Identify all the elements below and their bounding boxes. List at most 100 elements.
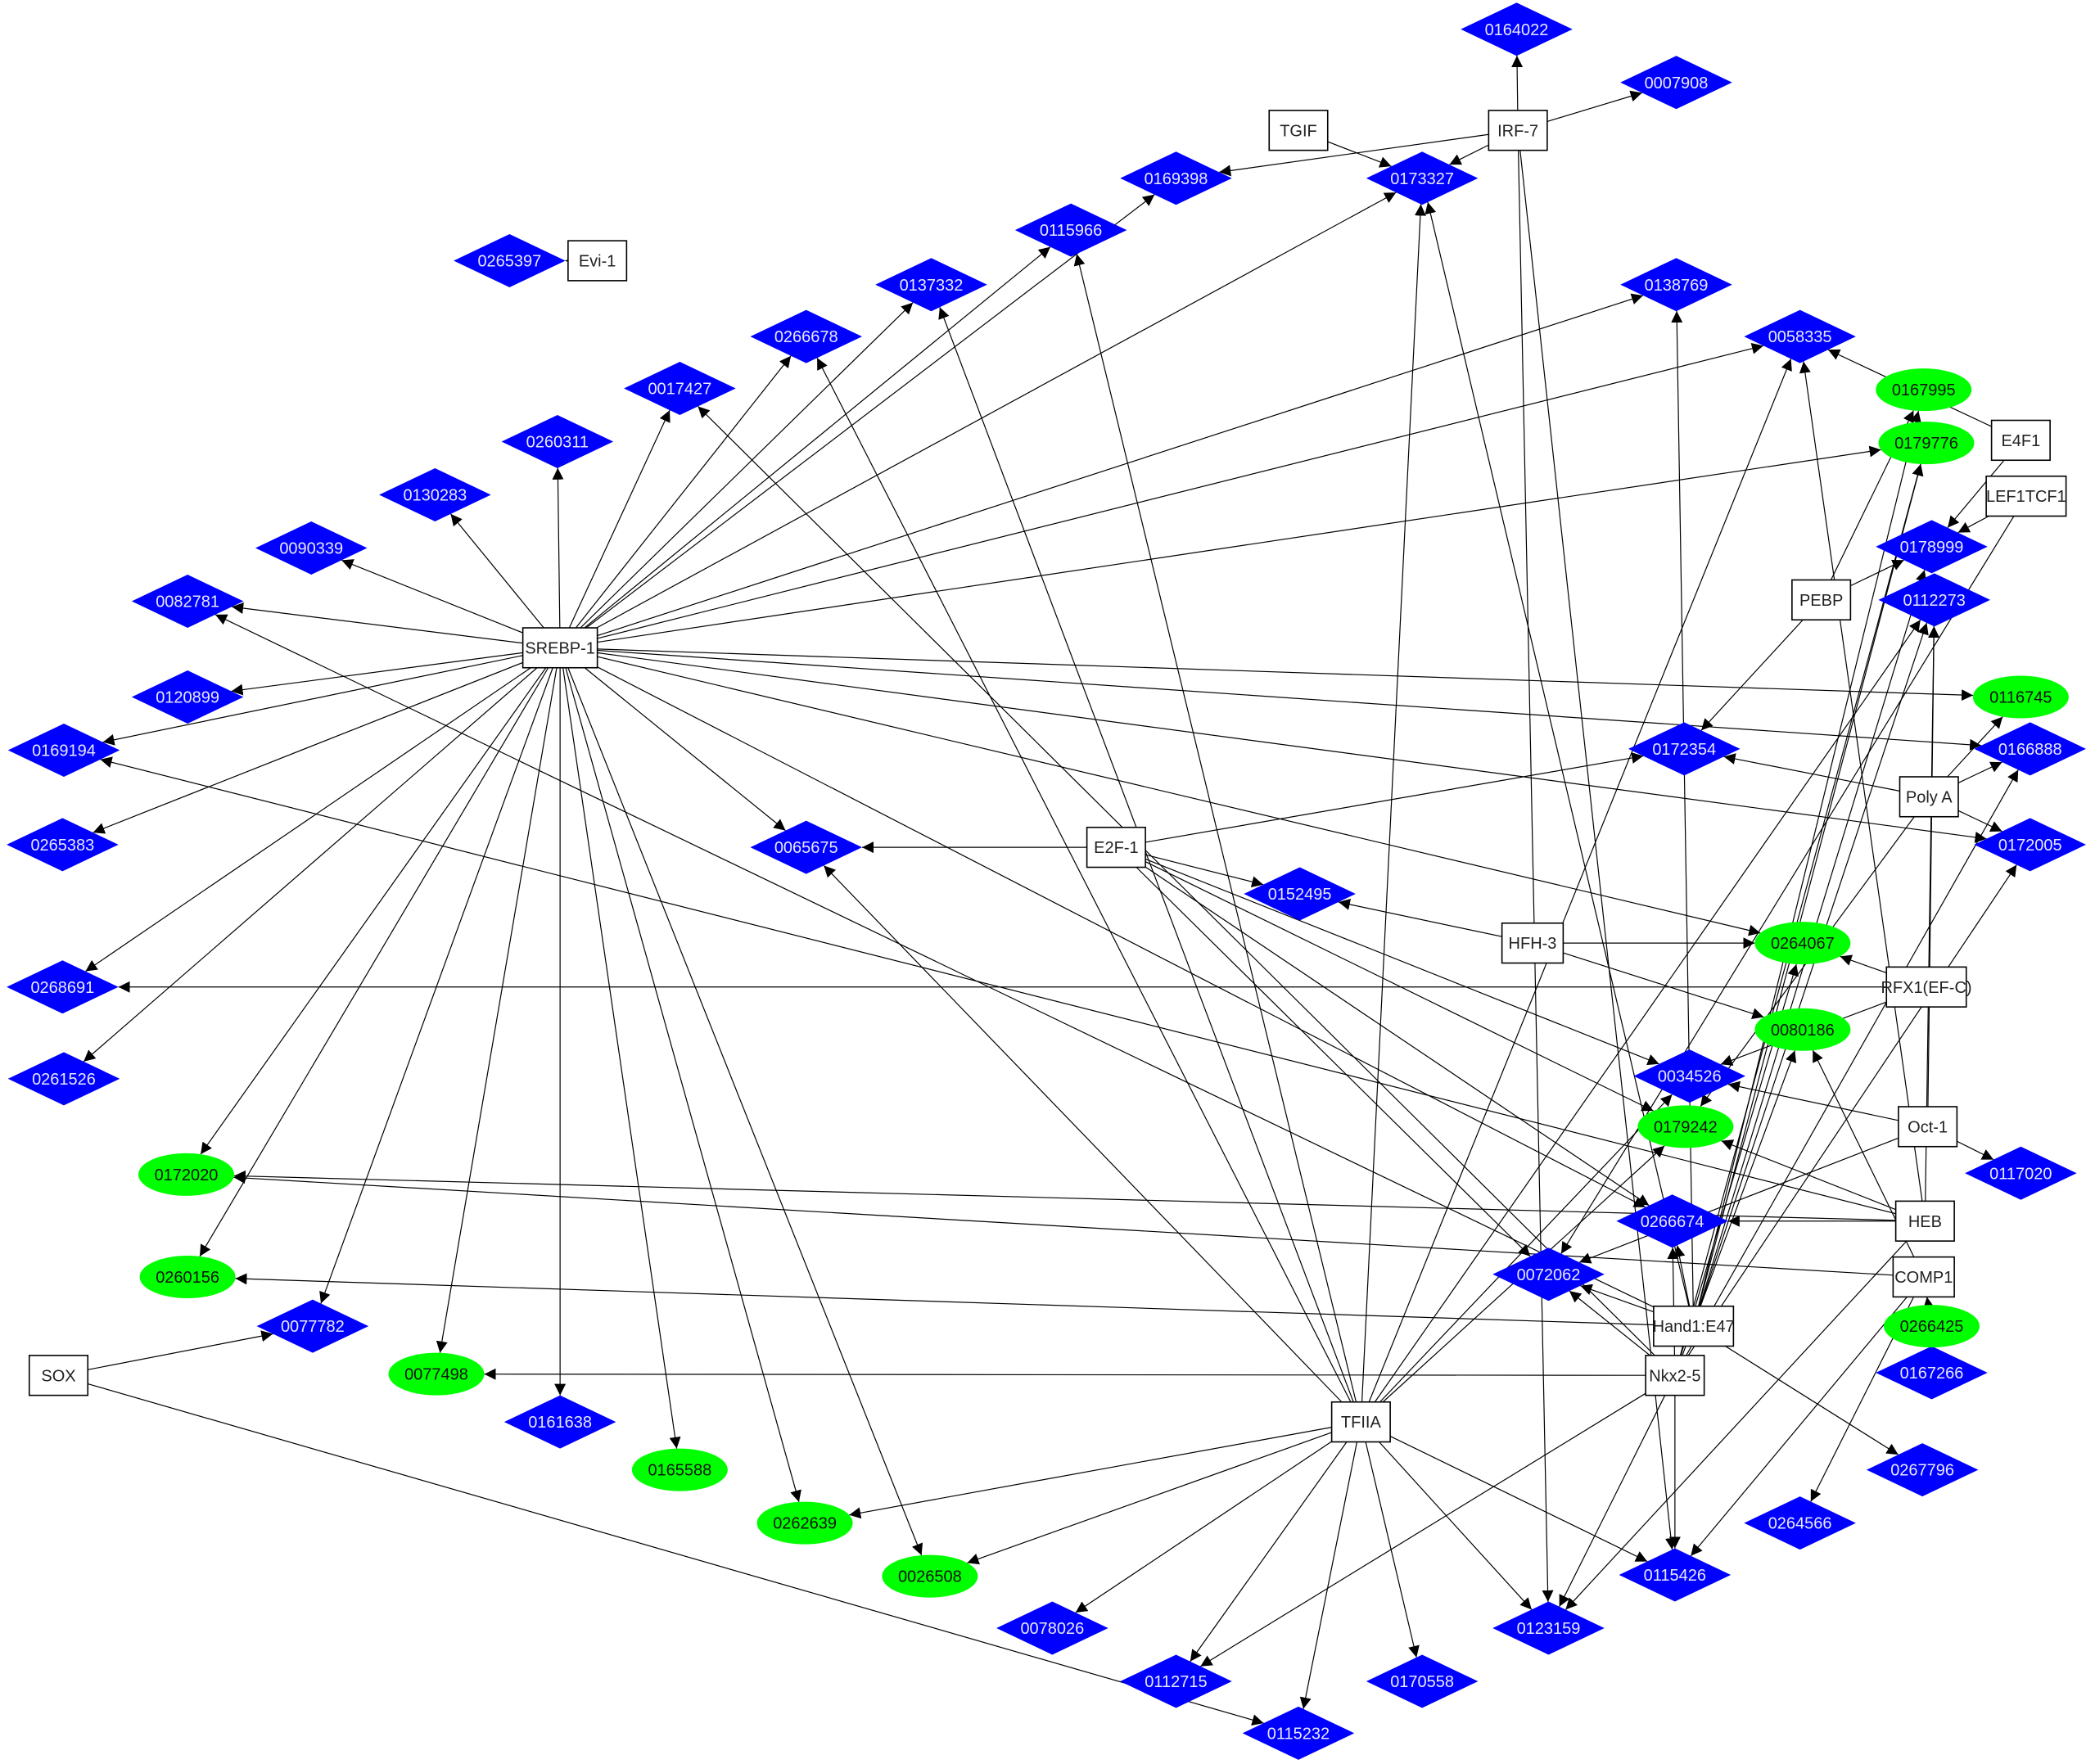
gene-node-0167266[interactable]: 0167266 (1876, 1346, 1988, 1400)
gene-node-0026508[interactable]: 0026508 (882, 1554, 978, 1598)
gene-node-0065675[interactable]: 0065675 (750, 820, 863, 874)
gene-node-0123159[interactable]: 0123159 (1492, 1601, 1605, 1655)
diamond-shape (7, 818, 119, 872)
tf-node-hand1-e47[interactable]: Hand1:E47 (1653, 1305, 1735, 1347)
gene-node-0078026[interactable]: 0078026 (996, 1601, 1108, 1655)
edge-e2f-1-to-0034526 (1145, 858, 1659, 1066)
gene-node-0117020[interactable]: 0117020 (1965, 1146, 2077, 1200)
gene-node-0169194[interactable]: 0169194 (7, 724, 120, 777)
gene-node-0179242[interactable]: 0179242 (1637, 1105, 1734, 1148)
gene-node-0172005[interactable]: 0172005 (1974, 818, 2086, 872)
tf-node-srebp-1[interactable]: SREBP-1 (522, 627, 598, 669)
gene-node-0138769[interactable]: 0138769 (1620, 258, 1732, 312)
gene-node-0082781[interactable]: 0082781 (131, 575, 244, 628)
gene-node-0115232[interactable]: 0115232 (1242, 1706, 1355, 1760)
edge-srebp-1-to-0266674 (597, 666, 1646, 1208)
gene-node-0262639[interactable]: 0262639 (756, 1501, 853, 1545)
gene-node-0264067[interactable]: 0264067 (1754, 922, 1851, 965)
gene-node-0173327[interactable]: 0173327 (1366, 151, 1479, 205)
gene-node-0260311[interactable]: 0260311 (501, 415, 614, 468)
tf-node-comp1[interactable]: COMP1 (1892, 1256, 1955, 1298)
edge-e4f1-to-0178999 (1947, 459, 2005, 529)
gene-node-0260156[interactable]: 0260156 (139, 1256, 236, 1298)
gene-node-0179776[interactable]: 0179776 (1878, 422, 1975, 465)
edge-hand1-e47-to-0082781 (214, 614, 1655, 1308)
diamond-shape (1866, 1443, 1979, 1497)
gene-node-0268691[interactable]: 0268691 (7, 960, 119, 1014)
tf-node-sox[interactable]: SOX (28, 1355, 89, 1396)
gene-node-0265397[interactable]: 0265397 (454, 234, 566, 287)
gene-node-0058335[interactable]: 0058335 (1744, 309, 1856, 363)
gene-node-0116745[interactable]: 0116745 (1972, 675, 2069, 719)
gene-node-0115966[interactable]: 0115966 (1014, 203, 1127, 257)
gene-node-0172020[interactable]: 0172020 (138, 1153, 234, 1196)
tf-node-poly-a[interactable]: Poly A (1899, 776, 1959, 818)
tf-node-lef1tcf1[interactable]: LEF1TCF1 (1985, 475, 2067, 517)
gene-node-0115426[interactable]: 0115426 (1619, 1548, 1732, 1602)
node-label: 0115426 (1644, 1567, 1706, 1585)
diamond-shape (1461, 2, 1573, 56)
node-label: 0170558 (1390, 1673, 1454, 1691)
edge-e2f-1-to-0266674 (1145, 866, 1650, 1207)
edge-e2f-1-to-0179242 (1145, 861, 1654, 1112)
gene-node-0161638[interactable]: 0161638 (503, 1395, 616, 1449)
gene-node-0080186[interactable]: 0080186 (1754, 1008, 1851, 1051)
ellipse-shape (1972, 675, 2069, 719)
gene-node-0266425[interactable]: 0266425 (1884, 1305, 1980, 1348)
tf-node-hfh-3[interactable]: HFH-3 (1501, 922, 1564, 964)
gene-node-0266674[interactable]: 0266674 (1616, 1194, 1728, 1248)
gene-node-0120899[interactable]: 0120899 (131, 670, 244, 724)
diamond-shape (255, 521, 368, 575)
gene-node-0017427[interactable]: 0017427 (624, 362, 736, 415)
gene-node-0077782[interactable]: 0077782 (256, 1299, 369, 1353)
gene-node-0166888[interactable]: 0166888 (1974, 722, 2086, 776)
tf-node-e2f-1[interactable]: E2F-1 (1086, 826, 1146, 868)
gene-node-0137332[interactable]: 0137332 (875, 258, 987, 312)
tf-node-rfx1-ef-c[interactable]: RFX1(EF-C) (1881, 966, 1972, 1008)
edge-hand1-e47-to-0167995 (1698, 410, 1921, 1306)
gene-node-0112715[interactable]: 0112715 (1120, 1654, 1232, 1708)
gene-node-0265383[interactable]: 0265383 (7, 818, 119, 872)
diamond-shape (1366, 151, 1479, 205)
gene-node-0261526[interactable]: 0261526 (7, 1052, 120, 1106)
edge-srebp-1-to-0090339 (341, 559, 523, 634)
gene-node-0167995[interactable]: 0167995 (1876, 368, 1972, 412)
ellipse-shape (631, 1448, 728, 1491)
node-label: 0130283 (403, 487, 467, 505)
tf-node-tgif[interactable]: TGIF (1268, 110, 1329, 151)
tf-node-nkx2-5[interactable]: Nkx2-5 (1645, 1355, 1705, 1396)
gene-node-0007908[interactable]: 0007908 (1620, 56, 1732, 110)
diamond-shape (750, 309, 862, 363)
gene-node-0178999[interactable]: 0178999 (1876, 520, 1988, 574)
tf-node-pebp[interactable]: PEBP (1791, 579, 1852, 621)
edge-tfiia-to-0115426 (1389, 1436, 1648, 1563)
edge-srebp-1-to-0115966 (584, 246, 1051, 629)
gene-node-0164022[interactable]: 0164022 (1461, 2, 1573, 56)
gene-node-0169398[interactable]: 0169398 (1120, 151, 1232, 205)
gene-node-0170558[interactable]: 0170558 (1366, 1654, 1479, 1708)
gene-node-0077498[interactable]: 0077498 (388, 1352, 485, 1396)
tf-node-irf-7[interactable]: IRF-7 (1488, 110, 1548, 151)
tf-node-evi-1[interactable]: Evi-1 (567, 240, 628, 282)
gene-node-0264566[interactable]: 0264566 (1744, 1496, 1856, 1550)
tf-node-heb[interactable]: HEB (1894, 1200, 1955, 1242)
gene-node-0165588[interactable]: 0165588 (631, 1448, 728, 1491)
gene-node-0072062[interactable]: 0072062 (1492, 1247, 1605, 1302)
diamond-shape (996, 1601, 1108, 1655)
gene-node-0112273[interactable]: 0112273 (1878, 573, 1991, 627)
gene-node-0034526[interactable]: 0034526 (1633, 1049, 1746, 1103)
gene-node-0172354[interactable]: 0172354 (1628, 722, 1741, 776)
gene-node-0090339[interactable]: 0090339 (255, 521, 368, 575)
node-label: RFX1(EF-C) (1881, 979, 1971, 997)
tf-node-oct-1[interactable]: Oct-1 (1898, 1106, 1958, 1148)
gene-node-0267796[interactable]: 0267796 (1866, 1443, 1979, 1497)
ellipse-shape (1884, 1305, 1980, 1348)
box-shape (1892, 1256, 1955, 1298)
node-label: SREBP-1 (525, 639, 595, 657)
gene-node-0266678[interactable]: 0266678 (750, 309, 863, 363)
gene-node-0130283[interactable]: 0130283 (379, 468, 491, 521)
tf-node-tfiia[interactable]: TFIIA (1330, 1401, 1391, 1443)
edge-poly-a-to-0172354 (1723, 753, 1900, 792)
gene-node-0152495[interactable]: 0152495 (1244, 867, 1356, 921)
tf-node-e4f1[interactable]: E4F1 (1990, 419, 2051, 462)
